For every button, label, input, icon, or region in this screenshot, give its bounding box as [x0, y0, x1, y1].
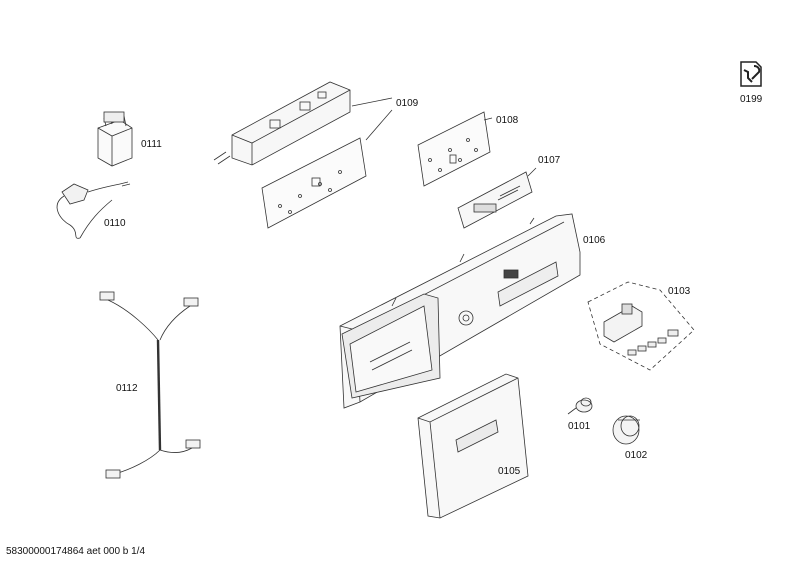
label-0199: 0199 — [740, 94, 763, 105]
label-0105: 0105 — [498, 466, 521, 477]
part-0106-drawing — [339, 213, 581, 409]
label-0112: 0112 — [116, 383, 138, 394]
label-0110: 0110 — [104, 218, 126, 229]
label-0107: 0107 — [538, 155, 561, 166]
label-0102: 0102 — [625, 450, 648, 461]
part-0111-drawing — [97, 111, 133, 167]
part-0107-drawing — [457, 167, 537, 229]
label-0101: 0101 — [568, 421, 591, 432]
part-0102-drawing — [612, 415, 640, 445]
label-0103: 0103 — [668, 286, 691, 297]
label-0108: 0108 — [496, 115, 519, 126]
part-0108-drawing — [417, 111, 493, 187]
part-0101-drawing — [567, 397, 593, 415]
wrench-document-icon — [740, 61, 762, 87]
part-0112-drawing — [99, 291, 201, 479]
part-0110-drawing — [56, 181, 131, 239]
label-0111: 0111 — [141, 139, 162, 150]
part-0103-drawing — [587, 281, 695, 371]
label-0109: 0109 — [396, 98, 419, 109]
part-0109-drawing — [213, 81, 393, 229]
label-0106: 0106 — [583, 235, 606, 246]
document-id: 58300000174864 aet 000 b 1/4 — [6, 546, 146, 557]
part-0105-drawing — [417, 373, 529, 519]
